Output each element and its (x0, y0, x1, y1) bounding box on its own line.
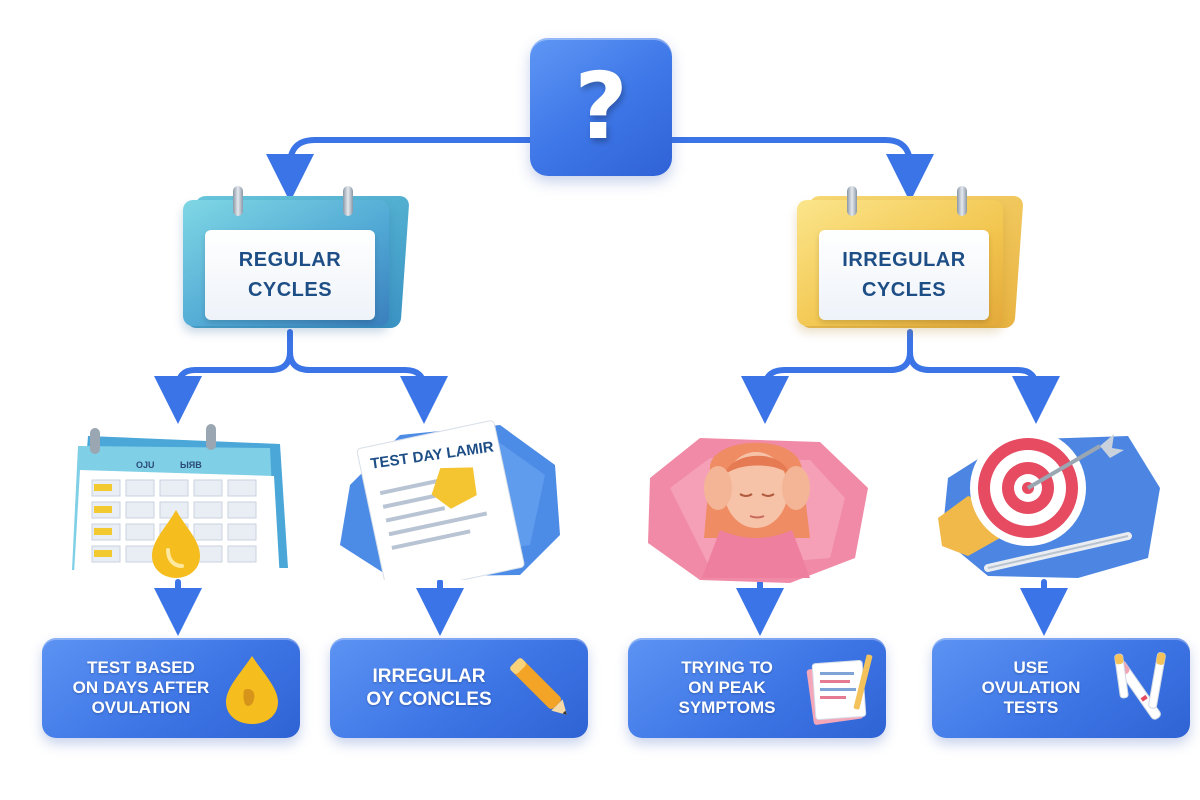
result-4-line-3: TESTS (1003, 698, 1059, 717)
result-1-line-2: ON DAYS AFTER (72, 678, 210, 697)
test-strips-icon (1114, 652, 1166, 720)
result-use-ovulation-tests: USE OVULATION TESTS (932, 638, 1190, 738)
connector-regular-right (287, 349, 448, 424)
connector-irregular-right (907, 349, 1060, 424)
question-mark-icon: ? (574, 53, 628, 160)
drop-icon (226, 656, 278, 724)
connector-root-right (669, 137, 934, 202)
regular-cycles-label-line1: REGULAR (238, 249, 342, 271)
connector-root-left (266, 137, 533, 202)
connector-irregular-left (741, 329, 913, 424)
connector-regular-left (154, 329, 293, 424)
calendar-drop-illustration: OJU ЫЯВ (72, 424, 288, 580)
result-trying-to-on-peak-symptoms: TRYING TO ON PEAK SYMPTOMS (628, 638, 886, 738)
irregular-cycles-calendar: IRREGULAR CYCLES (797, 186, 1027, 338)
regular-cycles-label-line2: CYCLES (247, 279, 333, 301)
result-2-line-2: OY CONCLES (366, 689, 492, 710)
result-test-based-on-days: TEST BASED ON DAYS AFTER OVULATION (42, 638, 300, 738)
result-4-line-1: USE (1013, 658, 1049, 677)
result-2-line-1: IRREGULAR (372, 666, 486, 687)
pen-icon (510, 658, 567, 715)
stressed-woman-illustration (648, 438, 868, 583)
result-3-line-1: TRYING TO (681, 658, 773, 677)
target-illustration (938, 430, 1160, 578)
result-1-line-1: TEST BASED (87, 658, 195, 677)
irregular-cycles-label-line1: IRREGULAR (842, 249, 966, 271)
result-3-line-3: SYMPTOMS (678, 698, 776, 717)
test-day-document-illustration: TEST DAY LAMIR (340, 420, 560, 580)
regular-cycles-calendar: REGULAR CYCLES (183, 186, 413, 338)
calendar-header-mark-2: ЫЯВ (180, 460, 202, 470)
calendar-header-mark-1: OJU (136, 460, 155, 470)
result-irregular-concles: IRREGULAR OY CONCLES (330, 638, 588, 738)
irregular-cycles-label-line2: CYCLES (861, 279, 947, 301)
result-4-line-2: OVULATION (981, 678, 1081, 697)
result-1-line-3: OVULATION (91, 698, 191, 717)
question-box: ? (530, 38, 672, 176)
result-3-line-2: ON PEAK (688, 678, 766, 697)
notebook-icon (806, 654, 873, 725)
